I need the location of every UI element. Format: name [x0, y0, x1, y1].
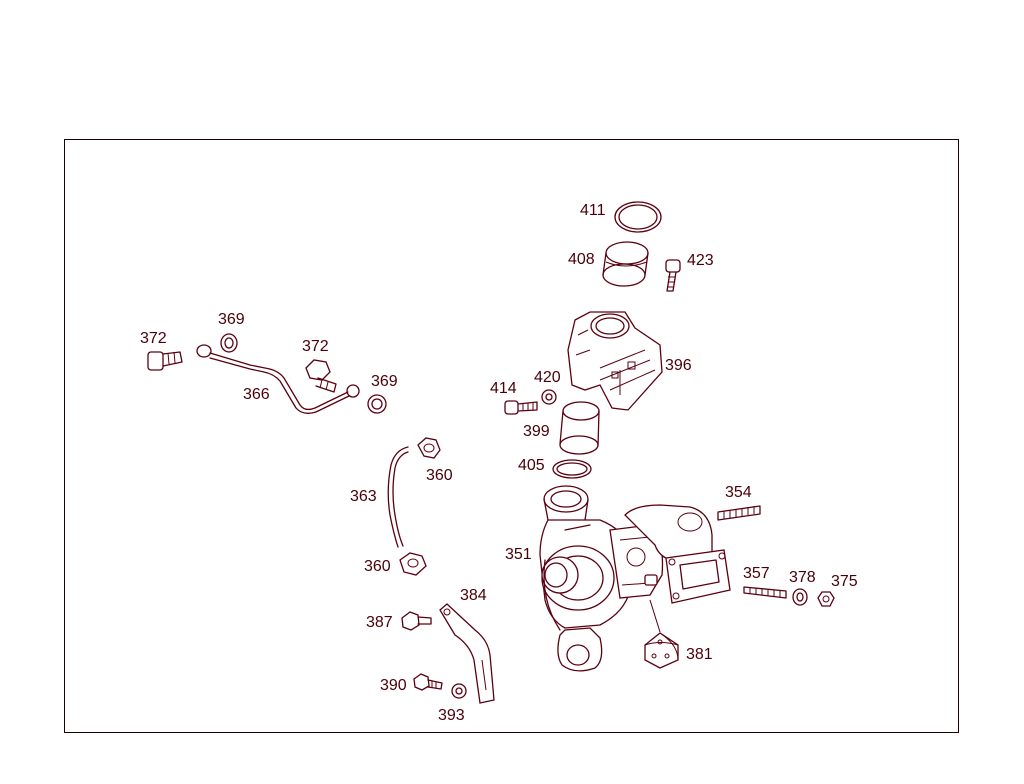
callout-414: 414: [490, 380, 517, 397]
callout-393: 393: [438, 707, 465, 724]
part-399-sleeve[interactable]: [559, 401, 600, 455]
part-372-banjo-bolt-left[interactable]: [147, 351, 183, 371]
part-366-oil-pipe[interactable]: [196, 344, 360, 414]
part-360-clip-bottom[interactable]: [399, 552, 427, 576]
part-363-hose[interactable]: [387, 446, 409, 548]
callout-366: 366: [243, 386, 270, 403]
callout-372-right: 372: [302, 338, 329, 355]
part-381-heat-shield[interactable]: [644, 599, 679, 669]
part-375-nut[interactable]: [817, 591, 835, 607]
callout-384: 384: [460, 587, 487, 604]
part-372-banjo-bolt-right[interactable]: [305, 359, 337, 393]
callout-372-left: 372: [140, 330, 167, 347]
part-360-clip-top[interactable]: [417, 437, 441, 459]
part-393-washer[interactable]: [451, 683, 467, 699]
diagram-frame: [64, 139, 959, 733]
callout-408: 408: [568, 251, 595, 268]
callout-369-left: 369: [218, 311, 245, 328]
part-369-washer-left[interactable]: [220, 333, 238, 353]
part-390-bolt[interactable]: [413, 673, 443, 691]
callout-363: 363: [350, 488, 377, 505]
callout-378: 378: [789, 569, 816, 586]
callout-360-bottom: 360: [364, 558, 391, 575]
callout-357: 357: [743, 565, 770, 582]
part-411-gasket[interactable]: [614, 201, 662, 233]
part-387-bolt[interactable]: [401, 611, 432, 631]
part-414-bolt[interactable]: [504, 400, 538, 415]
part-354-stud[interactable]: [717, 505, 761, 521]
callout-360-top: 360: [426, 467, 453, 484]
callout-411: 411: [580, 202, 606, 219]
part-396-elbow-bracket[interactable]: [567, 311, 663, 411]
callout-390: 390: [380, 677, 407, 694]
callout-399: 399: [523, 423, 550, 440]
part-405-gasket[interactable]: [552, 459, 592, 479]
callout-381: 381: [686, 646, 713, 663]
callout-423: 423: [687, 252, 714, 269]
callout-369-right: 369: [371, 373, 398, 390]
part-351-turbocharger[interactable]: [539, 485, 731, 672]
callout-354: 354: [725, 484, 752, 501]
part-369-washer-right[interactable]: [367, 394, 387, 414]
callout-405: 405: [518, 457, 545, 474]
part-423-bolt[interactable]: [665, 259, 681, 292]
callout-387: 387: [366, 614, 393, 631]
callout-375: 375: [831, 573, 858, 590]
callout-420: 420: [534, 369, 561, 386]
part-420-washer[interactable]: [541, 389, 557, 405]
part-384-bracket[interactable]: [439, 603, 495, 704]
callout-351: 351: [505, 546, 532, 563]
part-378-washer[interactable]: [792, 588, 808, 606]
part-357-stud[interactable]: [743, 586, 787, 599]
callout-396: 396: [665, 357, 692, 374]
part-408-sleeve[interactable]: [602, 241, 649, 287]
